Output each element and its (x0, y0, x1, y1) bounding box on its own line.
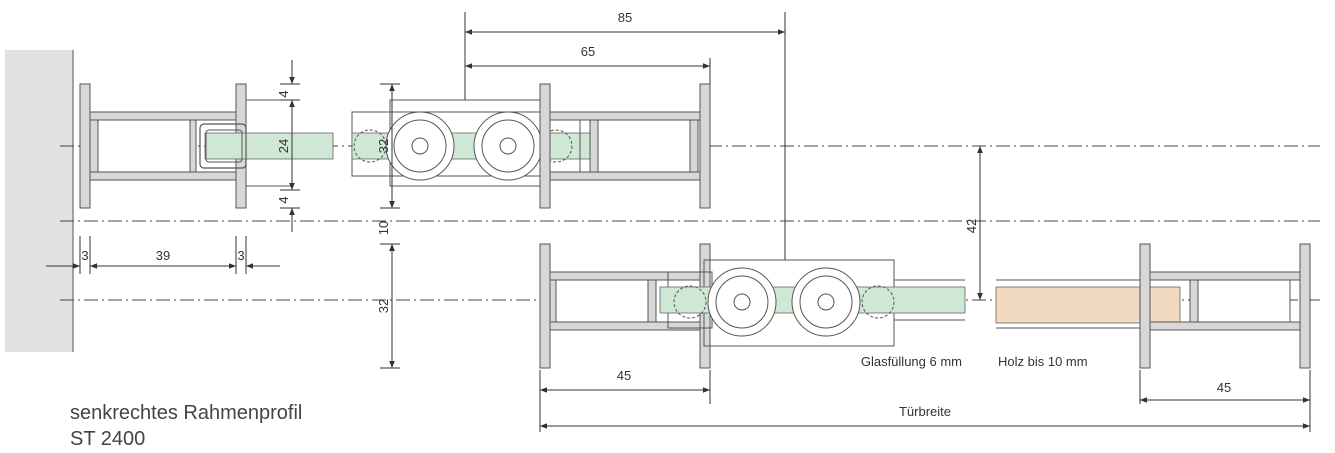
dim-32-small: 32 (376, 139, 391, 153)
upper-door-profile (539, 83, 711, 209)
dim-65: 65 (581, 44, 595, 59)
dim-10: 10 (376, 221, 391, 235)
door-width-label: Türbreite (899, 404, 951, 419)
dim-3-left: 3 (81, 248, 88, 263)
dimension-lines (46, 12, 1311, 432)
dim-45-left: 45 (617, 368, 631, 383)
dim-45-right: 45 (1217, 380, 1231, 395)
title-line-1: senkrechtes Rahmenprofil (70, 402, 303, 424)
dim-4-top: 4 (276, 90, 291, 97)
dim-3-right: 3 (237, 248, 244, 263)
glass-label: Glasfüllung 6 mm (861, 354, 962, 369)
wood-panel (995, 286, 1181, 324)
dim-42: 42 (964, 219, 979, 233)
glass-pane-upper-left (204, 132, 334, 160)
dim-39: 39 (156, 248, 170, 263)
drawing-title: senkrechtes Rahmenprofil ST 2400 (70, 400, 302, 452)
dim-32: 32 (376, 299, 391, 313)
dim-4-bottom: 4 (276, 196, 291, 203)
wood-label: Holz bis 10 mm (998, 354, 1088, 369)
dim-85: 85 (618, 10, 632, 25)
lower-roller-carriage (659, 259, 966, 347)
dim-24: 24 (276, 139, 291, 153)
wall (5, 50, 73, 352)
title-line-2: ST 2400 (70, 428, 146, 450)
